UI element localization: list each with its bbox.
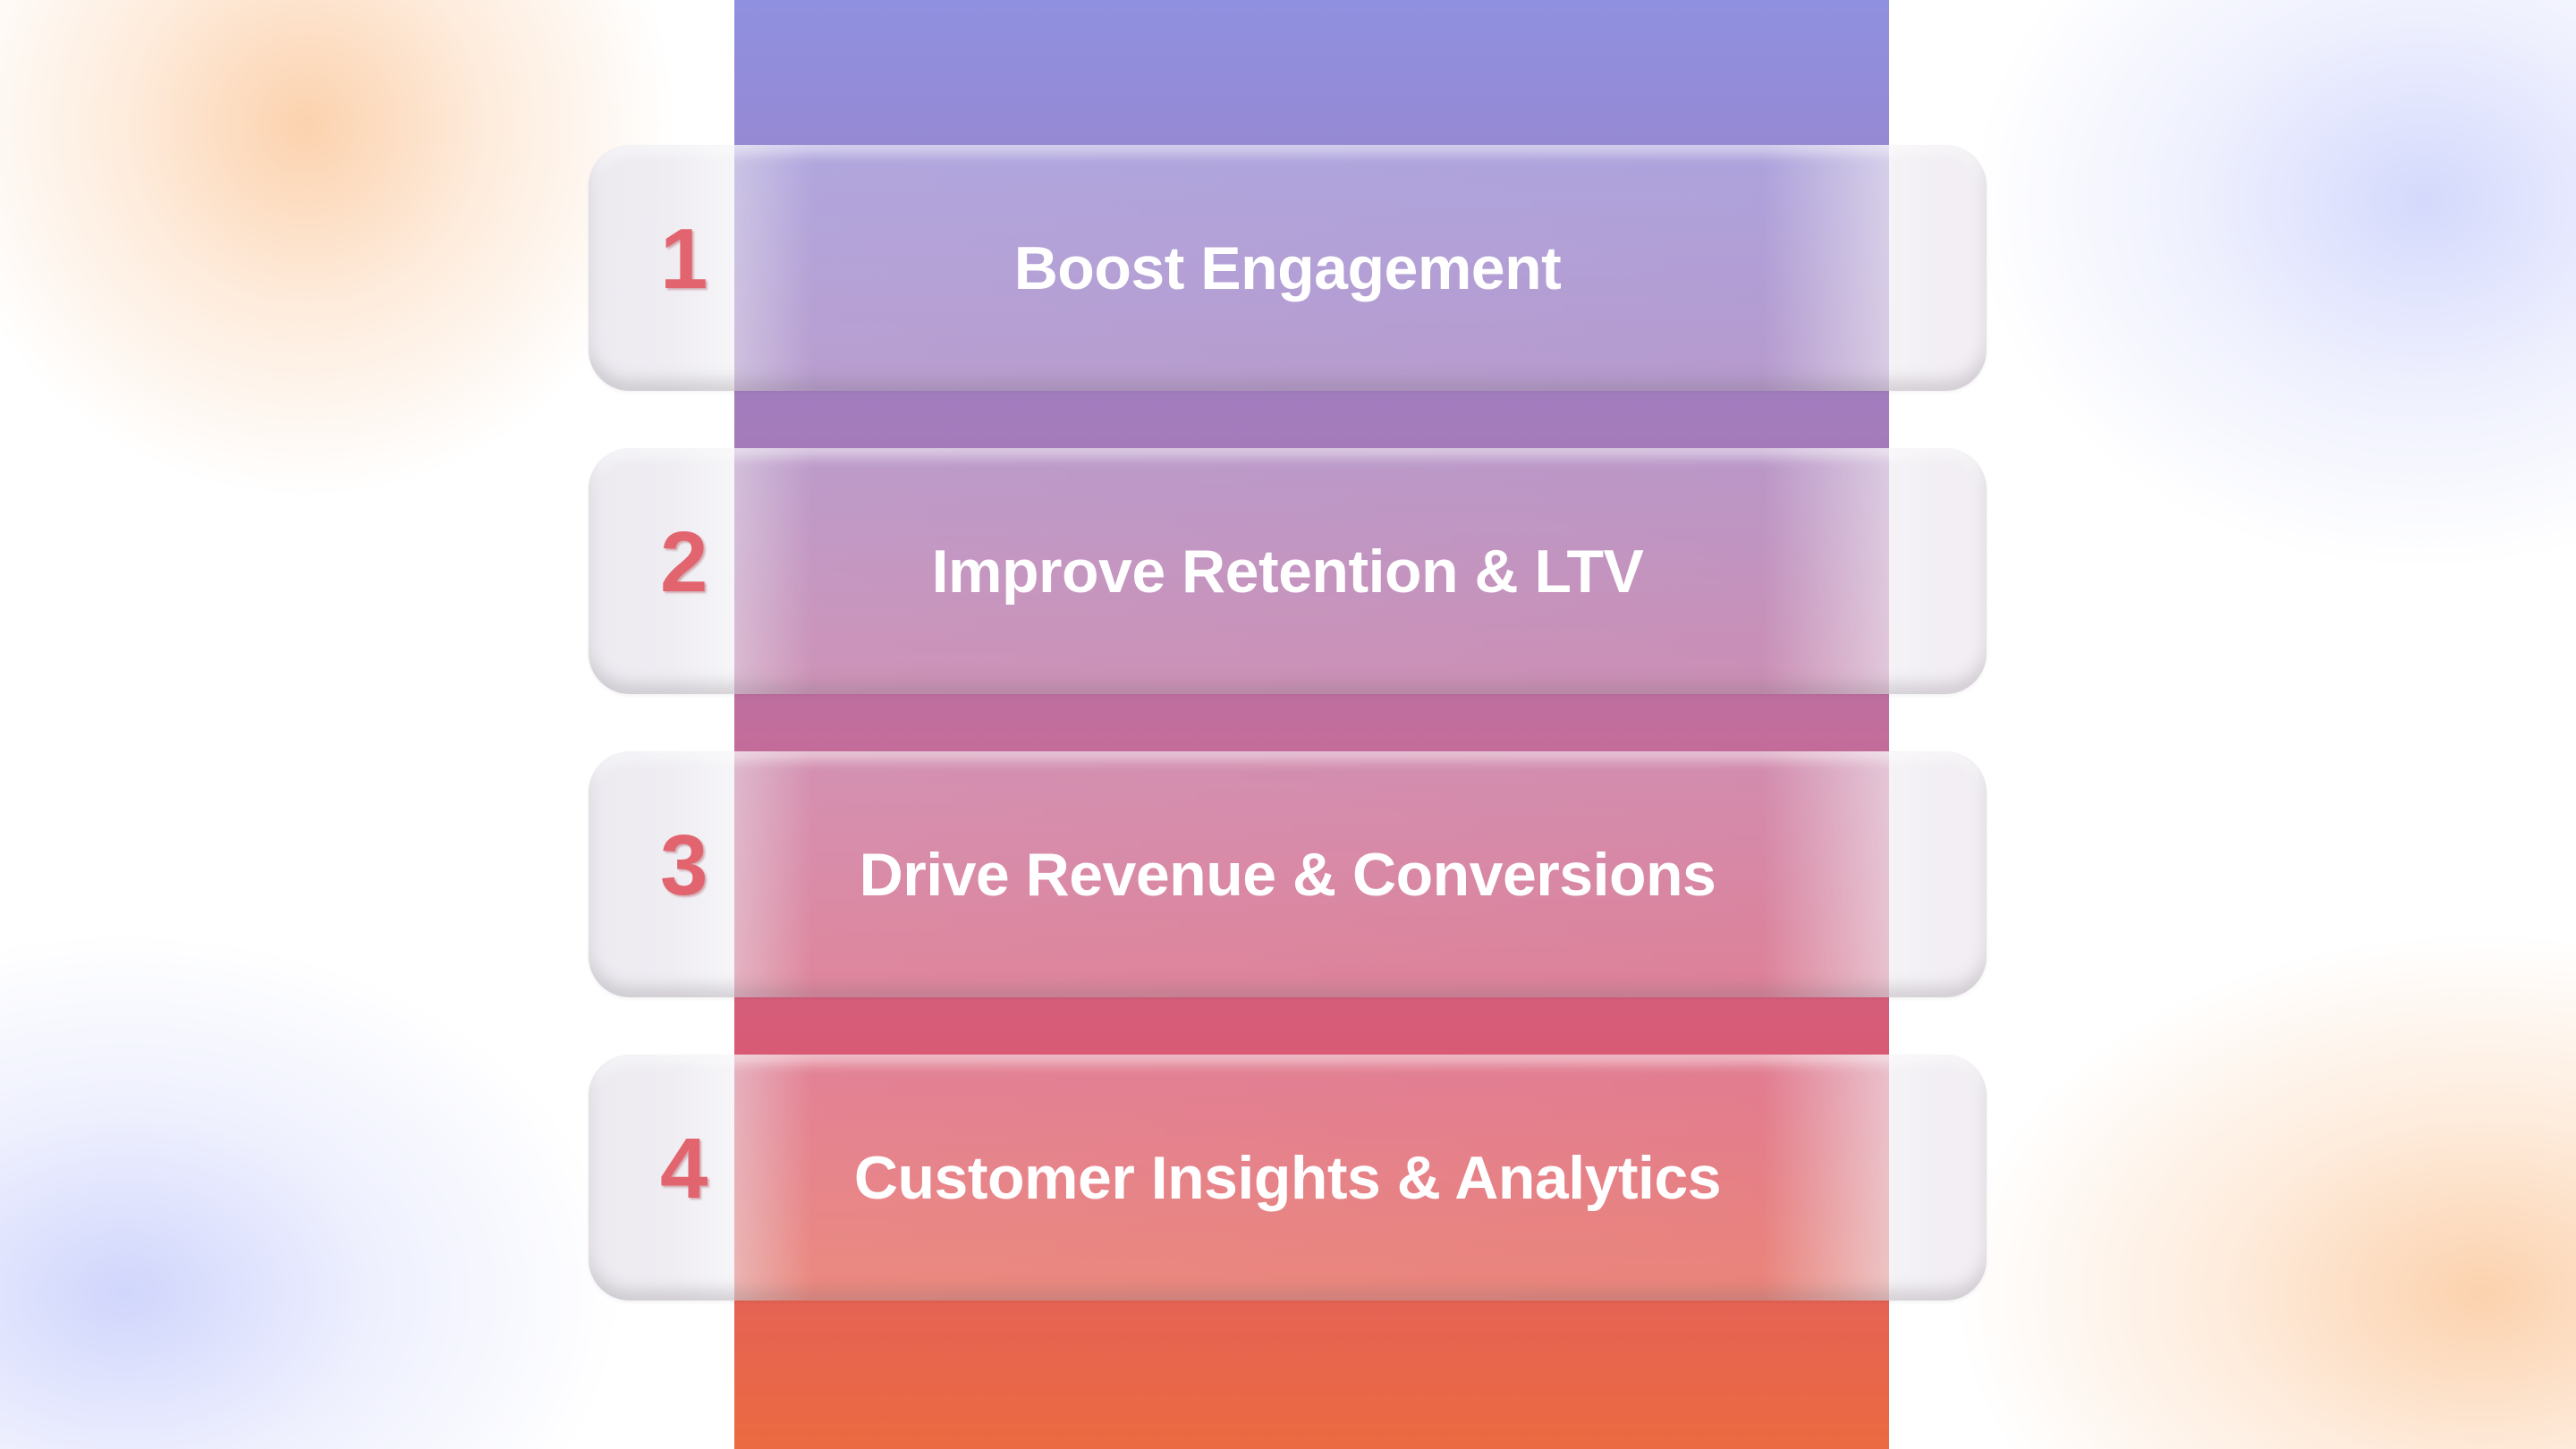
bg-glow-orange [1950, 930, 2576, 1449]
bg-glow-blue [1968, 0, 2576, 572]
item-number: 3 [660, 818, 708, 913]
item-title: Customer Insights & Analytics [853, 1143, 1722, 1212]
list-item: 4 Customer Insights & Analytics [589, 1055, 1987, 1301]
item-title: Drive Revenue & Conversions [859, 840, 1716, 909]
item-number: 1 [660, 211, 708, 307]
item-title: Boost Engagement [1013, 233, 1562, 302]
bg-glow-orange [0, 0, 680, 501]
list-item: 2 Improve Retention & LTV [589, 448, 1987, 694]
item-number: 2 [660, 514, 708, 610]
bg-glow-blue [0, 930, 626, 1449]
list-item: 1 Boost Engagement [589, 145, 1987, 391]
item-number: 4 [660, 1121, 708, 1216]
item-title: Improve Retention & LTV [931, 537, 1644, 606]
list-item: 3 Drive Revenue & Conversions [589, 751, 1987, 997]
